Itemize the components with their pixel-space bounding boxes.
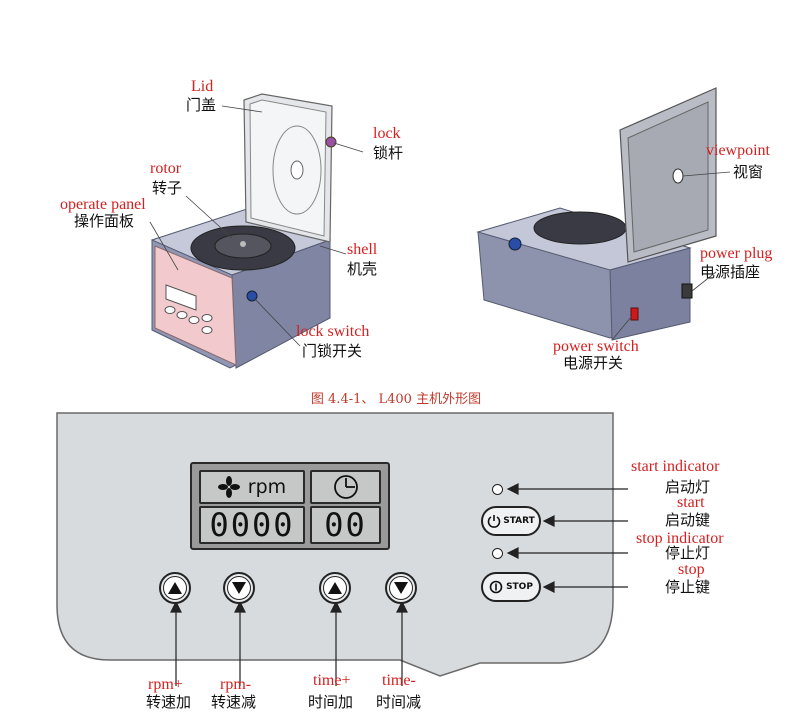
time-down-button[interactable] [385,572,417,604]
start-label-zh: 启动键 [665,511,711,529]
rotor-label-en: rotor [150,160,182,177]
start-button-label: START [503,516,535,526]
time-plus-label-en: time+ [313,672,351,689]
stop-button[interactable]: STOP [481,572,541,602]
start-button[interactable]: START [481,506,541,536]
rpm-minus-label-zh: 转速减 [211,693,257,711]
rpm-down-button[interactable] [223,572,255,604]
start-indicator-label-en: start indicator [631,458,720,475]
lock-switch-label-zh: 门锁开关 [302,342,363,360]
centrifuge-front-view [149,93,364,369]
lcd-display: rpm 0000 00 [190,462,390,550]
shell-label-zh: 机壳 [347,260,378,278]
lid-label-en: Lid [191,78,214,95]
lid-label-zh: 门盖 [186,96,217,114]
power-plug-label-en: power plug [700,245,773,262]
lock-label-en: lock [373,125,401,142]
start-indicator-label-zh: 启动灯 [665,478,711,496]
power-switch-label-zh: 电源开关 [563,354,624,372]
operate-panel-label-zh: 操作面板 [74,212,135,230]
time-icon-cell [310,470,381,504]
stop-label-zh: 停止键 [665,578,711,596]
power-icon [487,515,501,528]
rpm-plus-label-en: rpm+ [148,676,183,693]
time-minus-label-zh: 时间减 [376,693,422,711]
stop-indicator-label-en: stop indicator [636,530,724,547]
start-indicator-led [492,484,503,495]
rpm-unit-label: rpm [247,476,287,498]
power-switch-label-en: power switch [553,338,639,355]
shell-label-en: shell [347,241,378,258]
up-arrow-icon [168,582,182,594]
down-arrow-icon [232,582,246,594]
rotor-label-zh: 转子 [152,179,183,197]
down-arrow-icon [394,582,408,594]
rpm-value: 0000 [209,506,295,544]
rpm-value-cell: 0000 [199,506,305,544]
operate-panel-label-en: operate panel [60,196,146,213]
up-arrow-icon [328,582,342,594]
clock-icon [333,475,358,499]
power-plug-label-zh: 电源插座 [700,263,761,281]
viewpoint-label-zh: 视窗 [733,163,764,181]
stop-indicator-led [492,548,503,559]
time-minus-label-en: time- [382,672,416,689]
rpm-minus-label-en: rpm- [220,676,252,693]
start-label-en: start [677,494,705,511]
centrifuge-illustration [149,87,731,369]
lock-label-zh: 锁杆 [373,144,404,162]
viewpoint-label-en: viewpoint [706,142,770,159]
figure-caption: 图 4.4-1、 L400 主机外形图 [310,392,482,407]
stop-label-en: stop [678,561,705,578]
time-up-button[interactable] [319,572,351,604]
lock-switch-label-en: lock switch [296,323,370,340]
stop-indicator-label-zh: 停止灯 [665,544,711,562]
time-plus-label-zh: 时间加 [308,693,354,711]
rpm-up-button[interactable] [159,572,191,604]
time-value-cell: 00 [310,506,381,544]
rpm-cell: rpm [199,470,305,504]
time-value: 00 [324,506,367,544]
fan-icon [217,476,240,498]
rpm-plus-label-zh: 转速加 [146,693,192,711]
stop-power-icon [489,580,503,594]
centrifuge-back-view [476,87,731,341]
stop-button-label: STOP [506,582,533,592]
